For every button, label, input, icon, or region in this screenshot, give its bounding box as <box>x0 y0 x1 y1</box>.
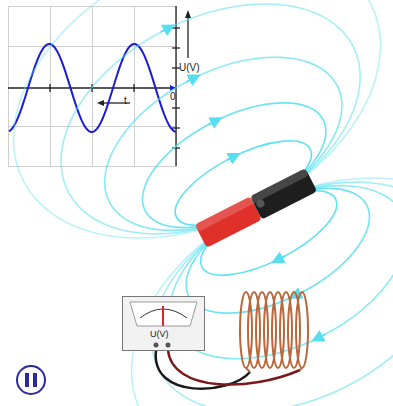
axis-label: 0 <box>170 91 176 103</box>
time-arrow <box>97 100 104 106</box>
axis-arrow <box>185 10 191 18</box>
coil <box>240 292 308 372</box>
voltage-graph <box>8 6 191 167</box>
bar-magnet <box>195 168 317 247</box>
sine-wave <box>9 44 176 132</box>
axis-label: U(V) <box>179 62 200 74</box>
voltmeter <box>123 297 205 351</box>
meter-label: U(V) <box>150 328 169 340</box>
pause-button <box>17 366 45 394</box>
axis-label: t <box>124 95 127 107</box>
graph-axes <box>8 6 188 166</box>
